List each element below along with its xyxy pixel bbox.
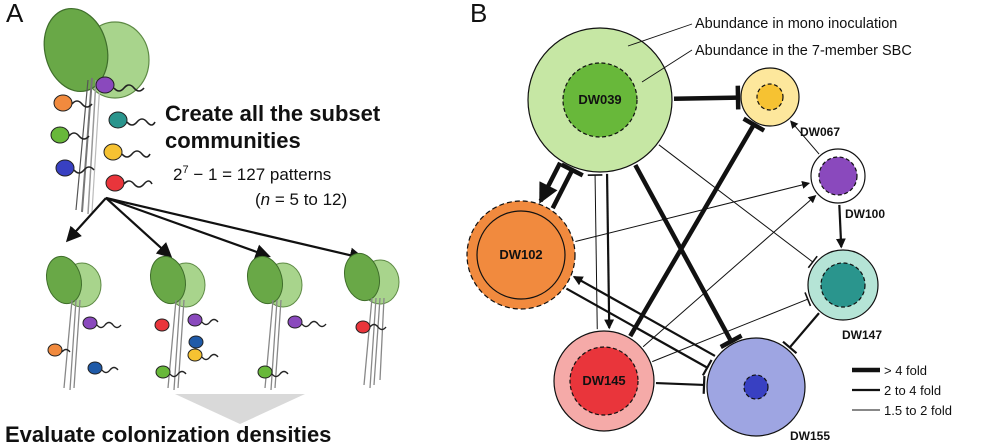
node-sbc-circle — [818, 156, 858, 196]
edge-inhibit-dw147-dw155 — [788, 312, 820, 349]
edge-inhibit-dw102-dw039 — [550, 168, 575, 210]
edge-inhibit-bar — [701, 359, 713, 376]
edge-inhibit-bar — [742, 116, 766, 133]
node-label: DW155 — [790, 429, 830, 443]
node-label: DW039 — [578, 92, 621, 107]
step1-title-line2: communities — [165, 128, 301, 153]
node-dw155: DW155 — [706, 337, 830, 443]
plant-subset-1-icon — [46, 255, 122, 391]
edge-inhibit-bar — [719, 333, 743, 349]
node-dw067: DW067 — [740, 67, 840, 139]
edge-activate-dw145-dw100 — [642, 194, 817, 348]
node-sbc-circle — [476, 210, 566, 300]
legend-sbc-leader — [641, 49, 693, 83]
edge-activate-dw039-dw145 — [604, 173, 615, 330]
node-dw147: DW147 — [807, 249, 882, 342]
node-dw102: DW102 — [466, 200, 576, 310]
edge-inhibit-bar — [560, 162, 584, 178]
legend-strong-label: > 4 fold — [884, 363, 927, 378]
node-label: DW145 — [582, 373, 625, 388]
legend-medium-label: 2 to 4 fold — [884, 383, 941, 398]
strength-legend: > 4 fold 2 to 4 fold 1.5 to 2 fold — [852, 363, 952, 418]
edge-inhibit-dw039-dw147 — [658, 144, 814, 263]
edge-inhibit-dw102-dw155 — [565, 287, 708, 369]
patterns-count: 27 − 1 = 127 patterns — [173, 164, 331, 184]
plant-subset-2-icon — [150, 255, 219, 391]
step2-title: Evaluate colonization densities — [5, 422, 331, 445]
node-label: DW067 — [800, 125, 840, 139]
node-sbc-circle — [820, 262, 866, 308]
microbe-icon — [53, 94, 93, 112]
edge-inhibit-dw145-dw067 — [628, 123, 756, 338]
microbe-icon — [105, 174, 153, 192]
node-sbc-circle — [562, 62, 638, 138]
edge-inhibit-dw039-dw067 — [673, 95, 739, 101]
plant-subset-4-icon — [344, 252, 400, 389]
branch-arrows — [65, 196, 365, 263]
edge-inhibit-bar — [807, 255, 818, 269]
step1-title-line1: Create all the subset — [165, 101, 381, 126]
microbe-icon — [108, 111, 156, 129]
node-dw100: DW100 — [810, 148, 885, 221]
edge-activate-dw100-dw147 — [835, 204, 846, 249]
node-label: DW100 — [845, 207, 885, 221]
legend-mono-label: Abundance in mono inoculation — [695, 16, 897, 32]
node-dw145: DW145 — [553, 330, 655, 432]
plant-full-community-icon — [43, 7, 156, 215]
panel-label-a: A — [6, 0, 24, 28]
node-label: DW147 — [842, 328, 882, 342]
edge-inhibit-dw145-dw155 — [655, 381, 705, 387]
plant-subset-3-icon — [247, 255, 327, 391]
microbe-icon — [95, 76, 145, 94]
funnel-arrow-icon — [175, 394, 305, 424]
node-label: DW102 — [499, 247, 542, 262]
edge-inhibit-bar — [804, 292, 812, 307]
legend-sbc-label: Abundance in the 7-member SBC — [695, 43, 912, 59]
edge-inhibit-bar — [782, 340, 798, 355]
microbe-icon — [55, 159, 95, 177]
panel-a: A — [5, 0, 400, 445]
legend-mono-leader — [627, 23, 693, 47]
edge-activate-dw100-dw067 — [790, 120, 820, 155]
node-sbc-circle — [743, 374, 769, 400]
edge-activate-dw155-dw102 — [572, 275, 716, 357]
edge-inhibit-bar — [702, 376, 706, 394]
microbe-icon — [103, 143, 151, 161]
edge-activate-dw039-dw102 — [538, 161, 563, 204]
n-range: (n = 5 to 12) — [255, 190, 347, 209]
node-dw039: DW039 — [527, 27, 673, 173]
node-sbc-circle — [569, 346, 639, 416]
edge-inhibit-dw145-dw039 — [594, 175, 598, 330]
edges — [538, 85, 846, 394]
legend-weak-label: 1.5 to 2 fold — [884, 403, 952, 418]
microbe-icon — [50, 126, 90, 144]
node-sbc-circle — [756, 83, 784, 111]
edge-activate-dw102-dw100 — [575, 181, 811, 242]
edge-inhibit-dw039-dw155 — [633, 163, 734, 343]
panel-label-b: B — [470, 0, 487, 28]
